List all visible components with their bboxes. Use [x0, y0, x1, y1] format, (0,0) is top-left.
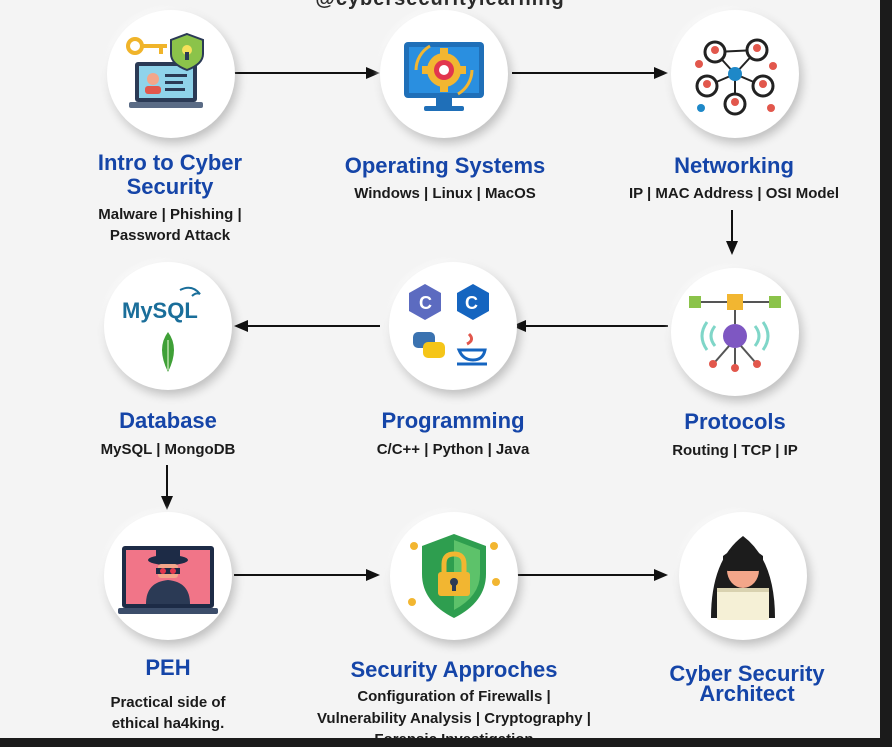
- node-icon-circle: [104, 512, 232, 640]
- node-icon-circle: [671, 268, 799, 396]
- node-subtitle: Windows | Linux | MacOS: [354, 185, 536, 202]
- node-title: PEH: [145, 655, 191, 680]
- shield-lock-icon: [408, 534, 500, 618]
- mysql-mongodb-icon: MySQL: [122, 286, 201, 372]
- node-icon-circle: [390, 512, 518, 640]
- hacker-laptop-icon: [118, 546, 218, 614]
- node-subtitle: ethical ha4king.: [111, 715, 225, 732]
- arrow-networking-to-protocols: [726, 210, 738, 255]
- arrow-protocols-to-programming: [512, 320, 668, 332]
- arrow-os-to-networking: [512, 67, 668, 79]
- protocol-hub-icon: [689, 294, 781, 372]
- node-subtitle: MySQL | MongoDB: [100, 441, 236, 458]
- frame-bottom: [0, 738, 892, 747]
- node-subtitle: Password Attack: [109, 227, 231, 244]
- mysql-logo-text: MySQL: [122, 298, 198, 323]
- node-title: Cyber Security: [669, 661, 825, 686]
- node-subtitle: Routing | TCP | IP: [672, 442, 798, 459]
- svg-text:C: C: [419, 293, 432, 313]
- node-peh: PEH Practical side of ethical ha4king.: [38, 512, 298, 738]
- laptop-id-key-shield-icon: [126, 32, 204, 108]
- node-networking: Networking IP | MAC Address | OSI Model: [604, 10, 864, 210]
- node-title: Programming: [381, 408, 525, 433]
- node-icon-circle: MySQL: [104, 262, 232, 390]
- node-operating-systems: Operating Systems Windows | Linux | MacO…: [315, 10, 575, 210]
- node-intro-to-cyber-security: Intro to Cyber Security Malware | Phishi…: [40, 10, 300, 250]
- node-protocols: Protocols Routing | TCP | IP: [605, 262, 865, 462]
- roadmap-canvas: @cybersecuritylearning: [0, 0, 880, 738]
- node-subtitle: IP | MAC Address | OSI Model: [628, 185, 840, 202]
- node-subtitle: Malware | Phishing |: [98, 206, 242, 223]
- hooded-hacker-icon: [711, 536, 775, 620]
- node-icon-circle: [679, 512, 807, 640]
- node-title: Database: [119, 408, 217, 433]
- language-logos-icon: C C: [409, 284, 489, 366]
- node-subtitle: Configuration of Firewalls |: [357, 688, 551, 705]
- arrow-peh-to-security: [234, 569, 380, 581]
- node-title: Operating Systems: [344, 153, 546, 178]
- node-title: Architect: [699, 681, 795, 706]
- node-icon-circle: [671, 10, 799, 138]
- node-security-approaches: Security Approches Configuration of Fire…: [274, 512, 634, 738]
- node-subtitle: Practical side of: [110, 694, 226, 711]
- node-icon-circle: C C: [389, 262, 517, 390]
- svg-text:C: C: [465, 293, 478, 313]
- node-title: Networking: [674, 153, 794, 178]
- people-network-icon: [695, 38, 777, 116]
- arrow-programming-to-database: [234, 320, 380, 332]
- monitor-gear-icon: [404, 42, 484, 111]
- node-subtitle: Vulnerability Analysis | Cryptography |: [316, 710, 591, 727]
- node-title: Intro to Cyber Security: [97, 150, 243, 199]
- node-cyber-security-architect: Cyber Security Architect: [617, 512, 877, 712]
- arrow-security-to-architect: [517, 569, 668, 581]
- node-title: Security Approches: [350, 657, 558, 682]
- node-subtitle: Forensic Investigation: [274, 729, 634, 738]
- node-subtitle: C/C++ | Python | Java: [376, 441, 530, 458]
- node-programming: C C Programming C/C++ | Python | Java: [323, 262, 583, 462]
- node-database: MySQL Database MySQL | MongoDB: [38, 262, 298, 462]
- frame-edge: [880, 0, 892, 747]
- arrow-intro-to-os: [234, 67, 380, 79]
- node-icon-circle: [380, 10, 508, 138]
- node-title: Protocols: [684, 409, 786, 434]
- arrow-database-to-peh: [161, 465, 173, 510]
- header-handle: @cybersecuritylearning: [0, 0, 880, 11]
- node-icon-circle: [107, 10, 235, 138]
